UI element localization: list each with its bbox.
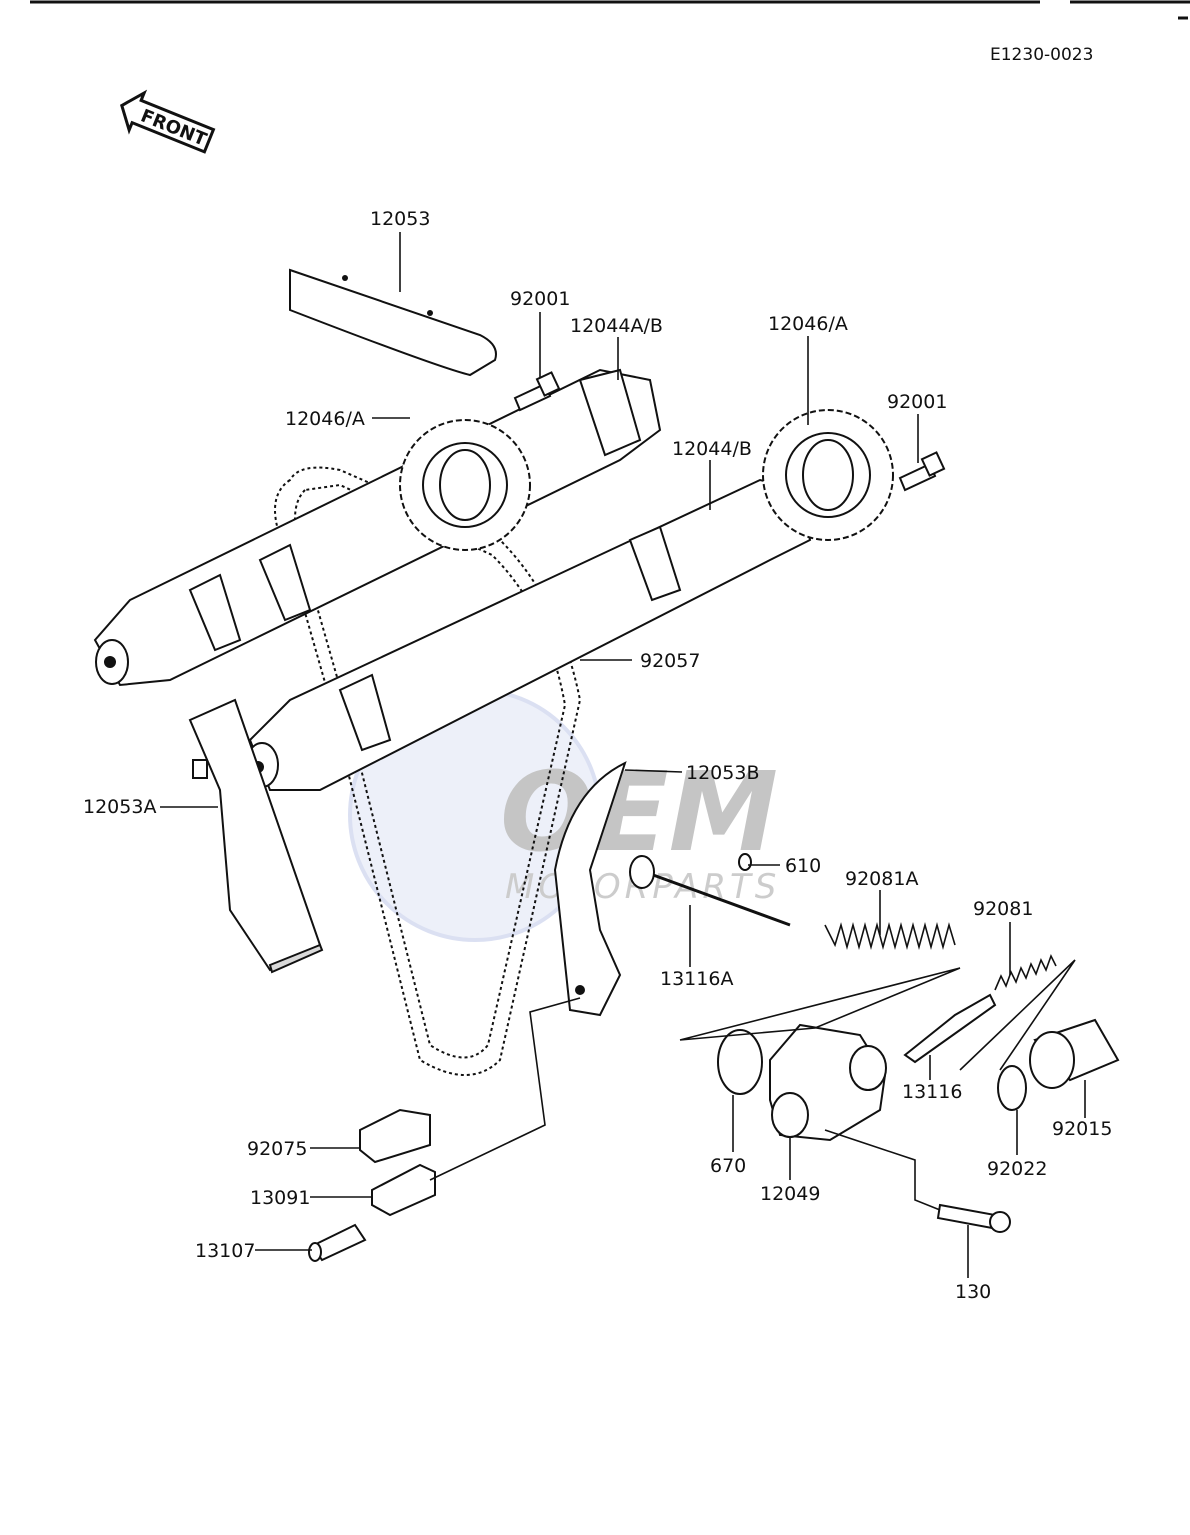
label-92081A: 92081A <box>845 868 918 890</box>
page-border <box>30 0 1190 20</box>
camshaft-exhaust <box>245 478 812 791</box>
label-12053B: 12053B <box>686 762 759 784</box>
front-arrow-icon: FRONT <box>120 89 216 154</box>
washer <box>997 1065 1027 1111</box>
holder <box>371 1163 436 1217</box>
label-12044AB: 12044A/B <box>570 315 663 337</box>
spring-large <box>824 921 956 951</box>
label-13107: 13107 <box>195 1240 255 1262</box>
label-12046A-left: 12046/A <box>285 408 365 430</box>
label-610: 610 <box>785 855 821 877</box>
label-12046A-top: 12046/A <box>768 313 848 335</box>
bolt-130 <box>936 1203 1011 1233</box>
watermark-logo: OEM MOTORPARTS <box>348 688 778 942</box>
label-12053: 12053 <box>370 208 430 230</box>
label-12044B: 12044/B <box>672 438 752 460</box>
guide-block <box>359 1108 431 1164</box>
tensioner-blade <box>553 761 627 1017</box>
label-12053A: 12053A <box>83 796 156 818</box>
label-12049: 12049 <box>760 1183 820 1205</box>
label-92015: 92015 <box>1052 1118 1112 1140</box>
o-ring <box>717 1029 763 1095</box>
label-13091: 13091 <box>250 1187 310 1209</box>
spring-small <box>994 953 1057 991</box>
label-92057: 92057 <box>640 650 700 672</box>
part-labels: 12053 92001 12044A/B 12046/A 12046/A 920… <box>83 208 1112 1303</box>
cam-chain <box>274 466 582 1076</box>
bolt-right <box>898 451 946 492</box>
bolt-left <box>513 371 561 412</box>
cap <box>1029 1018 1120 1089</box>
label-92022: 92022 <box>987 1158 1047 1180</box>
sprocket-right <box>762 409 894 541</box>
chain-guide-front <box>188 698 324 974</box>
label-13116: 13116 <box>902 1081 962 1103</box>
label-670: 670 <box>710 1155 746 1177</box>
label-92081: 92081 <box>973 898 1033 920</box>
leader-lines <box>160 232 1086 1278</box>
sprocket-left <box>399 419 531 551</box>
label-92001-left: 92001 <box>510 288 570 310</box>
label-130: 130 <box>955 1281 991 1303</box>
tensioner-body <box>769 1023 887 1142</box>
diagram-code: E1230-0023 <box>990 45 1093 65</box>
plunger <box>903 993 997 1064</box>
push-rod <box>629 853 791 927</box>
pin <box>308 1223 367 1262</box>
chain-guide-top <box>289 268 497 377</box>
label-92075: 92075 <box>247 1138 307 1160</box>
label-13116A: 13116A <box>660 968 733 990</box>
label-92001-right: 92001 <box>887 391 947 413</box>
